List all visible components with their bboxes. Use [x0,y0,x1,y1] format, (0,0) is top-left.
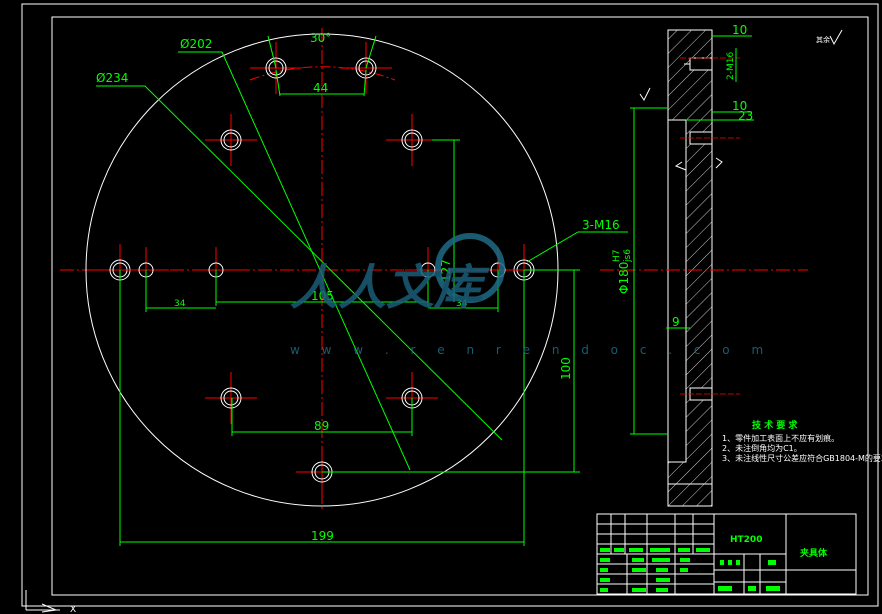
side-dim-2m16: 2-M16 [726,52,736,80]
title-block [596,513,857,595]
title-block-label-glyph [656,588,668,592]
title-block-label-glyph [680,558,690,562]
pitch-circle-arc [249,66,396,81]
dim-w105: 105 [311,289,334,303]
side-dim-9: 9 [672,315,680,329]
title-block-label-glyph [650,548,670,552]
hatch-middle [686,120,712,462]
title-material: HT200 [730,535,762,545]
title-block-label-glyph [632,568,646,572]
watermark-url: w w w . r e n r e n d o c . c o m [290,343,772,357]
title-block-label-glyph [766,586,780,591]
title-block-label-glyph [678,548,690,552]
title-block-label-glyph [600,558,610,562]
ucs-icon: X [25,590,76,614]
dim-m16: 3-M16 [582,218,620,232]
title-block-label-glyph [656,578,670,582]
watermark-logo: 人人文库 [290,260,490,316]
title-block-label-glyph [629,548,643,552]
dim-h100: 100 [559,357,573,380]
dim-h127: 127 [439,259,453,282]
dim-angle30: 30° [310,31,331,45]
title-block-label-glyph [652,558,670,562]
dim-w89: 89 [314,419,329,433]
title-block-label-glyph [632,558,644,562]
title-block-label-glyph [614,548,624,552]
side-dim-fit-bottom: js6 [623,249,633,263]
tech-requirements: 技 术 要 求 1、零件加工表面上不应有划痕。 2、未注倒角均为C1。 3、未注… [722,419,882,463]
dimension-lines [96,35,628,546]
svg-text:X: X [70,605,76,614]
side-dim-23: 23 [738,109,753,123]
watermark: 人人文库 w w w . r e n r e n d o c . c o m [290,233,772,357]
side-dim-10-mid: 10 [732,99,747,113]
outer-border [21,3,879,607]
counterbore-hole [205,372,257,424]
title-block-label-glyph [696,548,710,552]
dim-w34-left: 34 [174,299,186,309]
roughness-symbol: 其余 [816,29,843,46]
title-block-label-glyph [768,560,776,565]
side-dimension-lines [630,35,754,435]
side-dim-d180: Φ180 [617,262,631,294]
dim-d234: Ø234 [96,71,128,85]
title-block-label-glyph [720,560,724,565]
side-dim-10-top: 10 [732,23,747,37]
tech-req-title: 技 术 要 求 [752,419,798,431]
title-block-label-glyph [632,588,646,592]
title-block-label-glyph [600,568,608,572]
dim-w44: 44 [313,81,328,95]
front-view: Ø234 Ø202 30° 44 3-M16 127 105 34 34 100… [60,28,628,546]
title-block-label-glyph [748,586,756,591]
tech-req-item-3: 3、未注线性尺寸公差应符合GB1804-M的要求。 [722,453,882,463]
side-section-view: 10 2-M16 10 23 9 Φ180 H7 js6 [600,23,808,507]
dim-w34-right: 34 [456,299,468,309]
hatch-top [668,30,712,120]
dim-d202: Ø202 [180,37,212,51]
dim-w199: 199 [311,529,334,543]
title-block-label-glyph [600,578,610,582]
counterbore-hole [386,114,438,166]
counterbore-hole [205,114,257,166]
svg-text:其余: 其余 [816,35,830,44]
title-part-name: 夹具体 [800,547,828,559]
inner-border [51,16,869,596]
side-dim-fit-top: H7 [612,250,622,263]
side-roughness-symbols [639,87,723,171]
title-block-label-glyph [680,568,688,572]
title-block-label-glyph [600,548,610,552]
title-block-label-glyph [736,560,740,565]
title-block-label-glyph [600,588,608,592]
tech-req-item-2: 2、未注倒角均为C1。 [722,443,802,453]
title-block-label-glyph [728,560,732,565]
title-block-label-glyph [656,568,668,572]
tech-req-item-1: 1、零件加工表面上不应有划痕。 [722,433,839,443]
title-block-label-glyph [718,586,732,591]
side-recess [668,119,687,463]
title-block-labels [600,548,780,592]
